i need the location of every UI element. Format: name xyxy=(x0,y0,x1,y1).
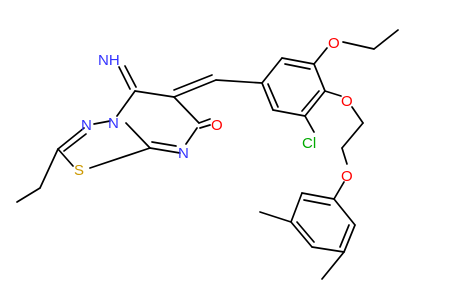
bond-c5-n4 xyxy=(116,90,136,117)
bond-methylidene-aryl xyxy=(215,79,263,84)
bond-aryl-ethoxy-o xyxy=(313,47,328,65)
bond-n3-c2 xyxy=(57,127,85,150)
imine-double-bond-inner xyxy=(124,65,137,88)
bond-ch2-ch2 xyxy=(341,122,364,149)
bond-ring1-f-inner xyxy=(267,83,279,108)
bond-methyl-bottom xyxy=(321,251,345,280)
bond-aryl-chlorine xyxy=(304,115,315,133)
carbonyl-double-bond xyxy=(198,118,211,124)
nitrogen-label-bridge: N xyxy=(108,115,119,132)
bond-ring1-b xyxy=(281,57,315,65)
bond-c6-methylidene-inner xyxy=(173,74,213,91)
bond-ring2-b xyxy=(290,192,303,223)
bond-aryl-ether-o1 xyxy=(324,90,342,97)
bond-ethyl-ch2 xyxy=(39,148,59,189)
carbonyl-double-bond-inner xyxy=(199,124,211,129)
bond-c6-c7 xyxy=(173,96,200,124)
bond-ethoxy-ch3 xyxy=(373,29,399,50)
ether-oxygen-2-label: O xyxy=(341,168,353,185)
bond-ch2-o2 xyxy=(341,147,348,165)
bond-c6-methylidene xyxy=(173,79,217,98)
bond-ring1-c xyxy=(313,63,326,92)
bond-c2-s1 xyxy=(57,148,74,167)
bond-ethyl-ch3 xyxy=(16,187,41,203)
bond-ring2-d xyxy=(311,246,345,253)
bond-ring2-a xyxy=(301,192,335,200)
bond-ring1-f xyxy=(261,82,274,111)
bond-c8a-n4 xyxy=(125,122,151,149)
bond-c5-c6 xyxy=(134,90,175,98)
bond-o2-aryl xyxy=(333,181,345,200)
bond-ring2-a-inner xyxy=(303,199,331,206)
bond-ring1-d xyxy=(304,90,326,117)
bond-ring2-f xyxy=(333,198,356,226)
atom-labels: NH N N N S O Cl O O O xyxy=(74,35,353,185)
bond-n8-c8a-inner xyxy=(151,141,177,147)
bond-lines xyxy=(16,29,399,280)
bond-ring2-c xyxy=(290,221,313,248)
bond-n3-c2-inner xyxy=(63,133,87,152)
bond-s1-c8a xyxy=(89,147,151,169)
bond-ring2-e xyxy=(343,224,356,253)
ethoxy-oxygen-label: O xyxy=(328,35,340,52)
sulfur-label: S xyxy=(74,162,84,179)
bond-ring2-c-inner xyxy=(296,221,315,243)
nitrogen-label-upper: N xyxy=(81,117,92,134)
bond-ring1-a xyxy=(261,57,283,84)
carbonyl-oxygen-label: O xyxy=(211,117,223,134)
bond-c7-n8 xyxy=(185,127,198,145)
bond-ethoxy-ch2 xyxy=(342,41,375,50)
bond-ring1-b-inner xyxy=(284,63,311,70)
bond-ring1-d-inner xyxy=(301,90,320,112)
bond-methyl-left xyxy=(259,211,292,223)
nitrogen-label-lower: N xyxy=(178,145,189,162)
imine-double-bond xyxy=(118,66,131,90)
bond-ring1-e xyxy=(272,109,306,117)
bond-ring2-e-inner xyxy=(339,224,350,248)
bond-o1-ch2 xyxy=(351,106,364,124)
chlorine-label: Cl xyxy=(302,135,316,152)
imine-label: NH xyxy=(98,52,120,69)
ether-oxygen-1-label: O xyxy=(341,93,353,110)
bond-n4-n3 xyxy=(93,120,111,125)
bond-n8-c8a xyxy=(149,147,181,154)
